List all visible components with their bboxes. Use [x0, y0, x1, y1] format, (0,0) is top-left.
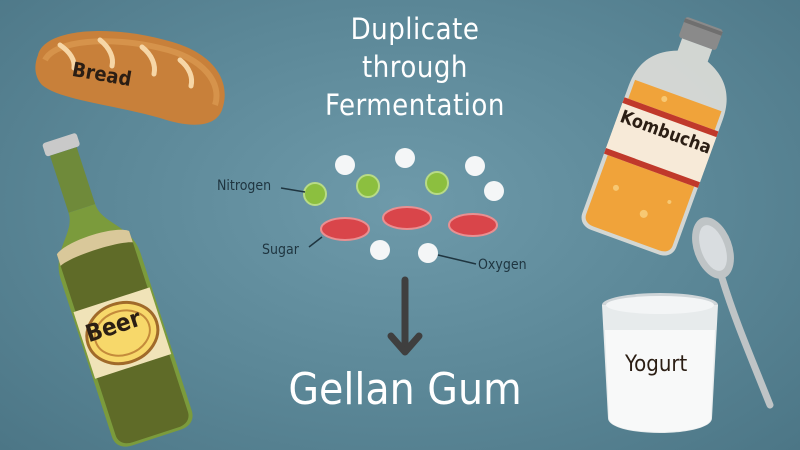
down-arrow-icon — [387, 276, 423, 356]
oxygen-molecule — [484, 181, 504, 201]
oxygen-molecule — [335, 155, 355, 175]
title-line-1: Duplicate — [350, 12, 480, 46]
oxygen-molecule — [418, 243, 438, 263]
molecule-diagram — [280, 148, 504, 265]
nitrogen-molecule — [303, 182, 327, 206]
nitrogen-molecule — [356, 174, 380, 198]
oxygen-label: Oxygen — [478, 257, 527, 273]
sugar-molecule — [382, 206, 432, 230]
oxygen-molecule — [465, 156, 485, 176]
yogurt-cup-image — [602, 293, 718, 433]
sugar-molecule — [448, 213, 498, 237]
sugar-molecule — [320, 217, 370, 241]
gellan-gum-label: Gellan Gum — [288, 364, 522, 415]
oxygen-molecule — [370, 240, 390, 260]
kombucha-bottle-image — [581, 17, 727, 256]
bread-image — [35, 31, 225, 125]
oxygen-molecule — [395, 148, 415, 168]
diagram-title: Duplicate through Fermentation — [290, 10, 540, 124]
sugar-label: Sugar — [262, 242, 299, 258]
nitrogen-molecule — [425, 171, 449, 195]
yogurt-label: Yogurt — [625, 352, 688, 377]
spoon-image — [692, 217, 774, 409]
nitrogen-label: Nitrogen — [217, 178, 272, 194]
title-line-3: Fermentation — [325, 88, 505, 122]
title-line-2: through — [362, 50, 468, 84]
beer-bottle-image — [42, 133, 193, 447]
